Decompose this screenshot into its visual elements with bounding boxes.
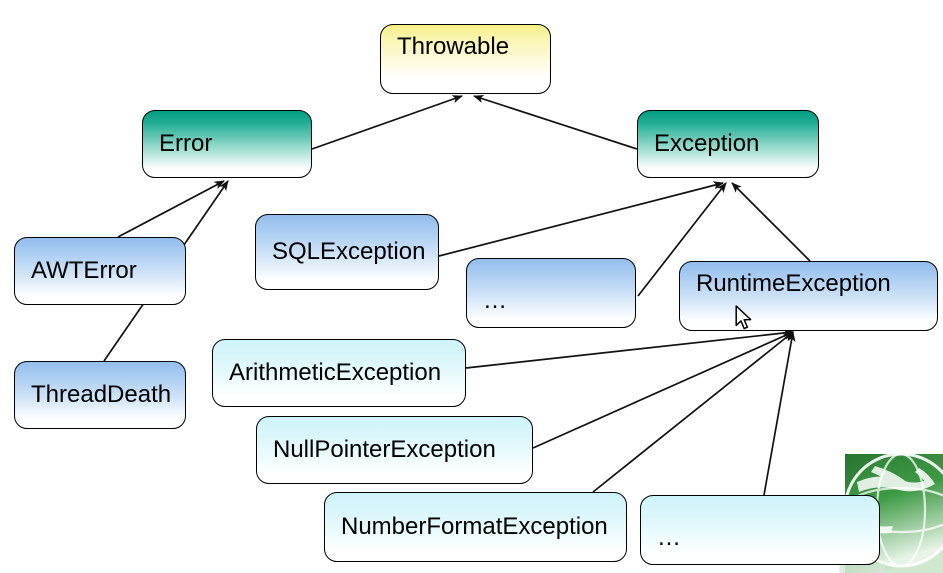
node-label-nullpointerexception: NullPointerException bbox=[273, 436, 496, 463]
node-exception[interactable]: Exception bbox=[637, 110, 819, 178]
node-numberformatexception[interactable]: NumberFormatException bbox=[324, 492, 627, 562]
node-label-throwable: Throwable bbox=[397, 33, 510, 60]
node-label-exception: Exception bbox=[654, 130, 760, 157]
node-runtime-more[interactable]: … bbox=[640, 495, 880, 565]
node-runtimeexception[interactable]: RuntimeException bbox=[679, 261, 938, 331]
node-arithmeticexception[interactable]: ArithmeticException bbox=[212, 339, 466, 407]
edge-numberformat-to-runtime bbox=[592, 331, 794, 493]
edge-sqlexception-to-exception bbox=[438, 181, 724, 257]
node-exception-more[interactable]: … bbox=[466, 258, 636, 328]
node-error[interactable]: Error bbox=[142, 110, 312, 178]
node-label-numberformatexception: NumberFormatException bbox=[341, 513, 608, 540]
edge-awterror-to-error bbox=[117, 180, 225, 238]
node-nullpointerexception[interactable]: NullPointerException bbox=[256, 416, 533, 484]
node-label-runtime-more: … bbox=[657, 524, 681, 551]
edge-nullpointer-to-runtime bbox=[532, 331, 794, 449]
node-label-sqlexception: SQLException bbox=[272, 238, 426, 265]
node-throwable[interactable]: Throwable bbox=[380, 24, 551, 94]
node-label-error: Error bbox=[159, 130, 213, 157]
node-label-awterror: AWTError bbox=[31, 257, 137, 284]
edge-more-to-runtime bbox=[763, 331, 796, 496]
edge-exception-to-throwable bbox=[473, 94, 638, 150]
node-label-arithmeticexception: ArithmeticException bbox=[229, 359, 442, 386]
node-label-runtimeexception: RuntimeException bbox=[696, 270, 891, 297]
edge-runtimeexception-to-exception bbox=[731, 182, 811, 262]
node-threaddeath[interactable]: ThreadDeath bbox=[14, 361, 186, 429]
node-label-exception-more: … bbox=[483, 287, 507, 314]
node-awterror[interactable]: AWTError bbox=[14, 237, 186, 305]
node-sqlexception[interactable]: SQLException bbox=[255, 214, 439, 290]
edge-error-to-throwable bbox=[311, 95, 463, 150]
node-label-threaddeath: ThreadDeath bbox=[31, 381, 172, 408]
edge-arithmetic-to-runtime bbox=[465, 328, 794, 369]
